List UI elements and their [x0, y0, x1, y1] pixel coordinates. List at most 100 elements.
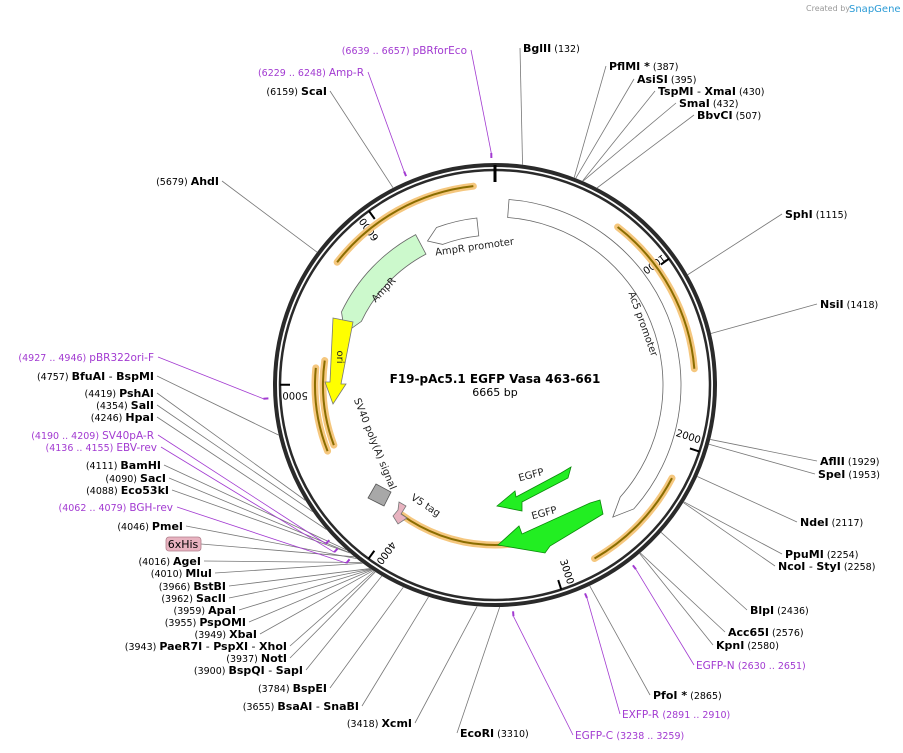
enzyme-line [156, 404, 313, 513]
enzyme-label: SmaI (432) [679, 97, 738, 110]
map-center: F19-pAc5.1 EGFP Vasa 463-661 6665 bp [390, 372, 601, 399]
enzyme-name: ScaI [301, 85, 327, 98]
enzyme-name: KpnI [716, 639, 744, 652]
enzyme-name: BglII [523, 42, 551, 55]
primer-line [176, 506, 347, 564]
enzyme-label: (3966) BstBI [159, 580, 226, 593]
enzyme-name: PspOMI [199, 616, 246, 629]
primer-line [470, 49, 492, 154]
enzyme-name: BspEI [293, 682, 327, 695]
tick-mark [689, 447, 700, 453]
enzyme-name: BspQI [228, 664, 264, 677]
enzyme-position: (430) [736, 87, 765, 98]
enzyme-position: (5679) [156, 177, 191, 188]
enzyme-position: (432) [710, 99, 739, 110]
enzyme-name: SphI [785, 208, 813, 221]
enzyme-line [156, 375, 279, 436]
enzyme-name: BfuAI [72, 370, 106, 383]
enzyme-line [710, 303, 818, 334]
enzyme-label: (3955) PspOMI [165, 616, 246, 629]
enzyme-name: PmeI [152, 520, 183, 533]
enzyme-line [414, 606, 478, 724]
enzyme-label: (3943) PaeR7I - PspXI - XhoI [125, 640, 287, 653]
enzyme-line [329, 90, 394, 189]
enzyme-name: SmaI [679, 97, 710, 110]
enzyme-label: (3784) BspEI [258, 682, 327, 695]
enzyme-position: (1929) [845, 457, 880, 468]
primer-range: (4136 .. 4155) [45, 443, 116, 454]
enzyme-lines [156, 47, 818, 734]
primer-mark [403, 171, 407, 177]
enzyme-name: AgeI [173, 555, 201, 568]
enzyme-sep: - [265, 664, 276, 677]
enzyme-line [214, 562, 363, 574]
enzyme-label: PfoI * (2865) [653, 689, 722, 702]
enzyme-label: NsiI (1418) [820, 298, 878, 311]
enzyme-line [683, 502, 776, 567]
enzyme-label: BlpI (2436) [750, 604, 809, 617]
enzyme-label: (4046) PmeI [117, 520, 183, 533]
feature-arrow [507, 199, 682, 518]
enzyme-position: (4246) [91, 413, 126, 424]
enzyme-label: SpeI (1953) [818, 468, 880, 481]
primer-name: EXFP-R [622, 709, 662, 721]
enzyme-label: (4090) SacI [105, 472, 166, 485]
tick-mark [557, 579, 563, 590]
enzyme-labels: BglII (132)PflMI * (387)AsiSI (395)TspMI… [37, 42, 880, 740]
enzyme-name: AhdI [191, 175, 219, 188]
feature-label: ori [334, 350, 345, 363]
enzyme-line [289, 571, 376, 659]
enzyme-sep: - [805, 560, 816, 573]
enzyme-line [238, 569, 372, 611]
primer-range: (4190 .. 4209) [31, 431, 102, 442]
primer-label: EGFP-C (3238 .. 3259) [575, 730, 684, 742]
enzyme-position: (6159) [266, 87, 301, 98]
enzyme-line [156, 392, 306, 501]
enzyme-sep: - [312, 700, 323, 713]
plasmid-name: F19-pAc5.1 EGFP Vasa 463-661 [390, 372, 601, 386]
enzyme-label: (5679) AhdI [156, 175, 219, 188]
enzyme-position: (3418) [347, 719, 382, 730]
enzyme-label: NdeI (2117) [800, 516, 863, 529]
enzyme-line [203, 560, 362, 563]
primer-name: EGFP-C [575, 730, 616, 742]
primer-name: EGFP-N [696, 660, 738, 672]
enzyme-line [687, 213, 783, 276]
primer-mark [632, 564, 637, 570]
his-tag-box [165, 536, 202, 552]
primer-mark [345, 558, 351, 564]
enzyme-line [168, 477, 350, 554]
primer-range: (6229 .. 6248) [258, 68, 329, 79]
enzyme-position: (2254) [824, 550, 859, 561]
enzyme-label: EcoRI (3310) [460, 727, 529, 740]
enzyme-position: (3900) [194, 666, 229, 677]
primer-name: Amp-R [329, 67, 364, 79]
enzyme-position: (3966) [159, 582, 194, 593]
enzyme-label: (6159) ScaI [266, 85, 327, 98]
primer-label: (6639 .. 6657) pBRforEco [342, 45, 467, 57]
primer-line [367, 71, 405, 172]
enzyme-name: NdeI [800, 516, 829, 529]
enzyme-line [456, 606, 501, 734]
feature-arrow [497, 499, 604, 554]
primer-line [586, 597, 621, 715]
primer-label: (4927 .. 4946) pBR322ori-F [18, 352, 154, 364]
enzyme-position: (4757) [37, 372, 72, 383]
enzyme-name: PfoI * [653, 689, 687, 702]
primer-range: (4927 .. 4946) [18, 353, 89, 364]
enzyme-name: PflMI * [609, 60, 650, 73]
enzyme-label: (4757) BfuAI - BspMI [37, 370, 154, 383]
enzyme-line [519, 47, 523, 165]
enzyme-name: MluI [185, 567, 212, 580]
enzyme-label: KpnI (2580) [716, 639, 779, 652]
enzyme-position: (3962) [161, 594, 196, 605]
enzyme-position: (4046) [117, 522, 152, 533]
enzyme-line [582, 90, 656, 182]
primer-label: EGFP-N (2630 .. 2651) [696, 660, 806, 672]
enzyme-position: (2576) [769, 628, 804, 639]
enzyme-position: (395) [668, 75, 697, 86]
primer-range: (4062 .. 4079) [59, 503, 130, 514]
feature-label: SV40 poly(A) signal [351, 397, 398, 492]
enzyme-position: (3310) [494, 729, 529, 740]
